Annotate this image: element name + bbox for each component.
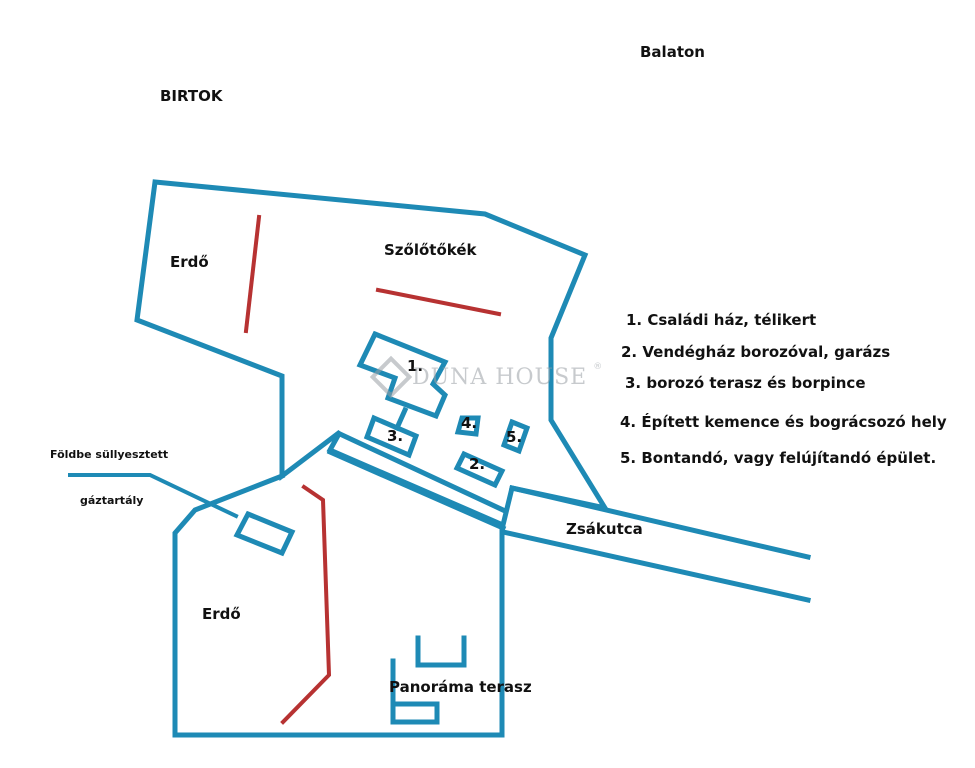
watermark-registered-mark: ®	[593, 362, 603, 372]
driveway-line-2	[326, 448, 507, 532]
label-forest-bottom: Erdő	[202, 605, 241, 623]
label-gas-tank-line1: Földbe süllyesztett	[50, 448, 169, 461]
building-2-shape	[453, 450, 506, 489]
gas-tank-shape	[233, 510, 296, 557]
map-title: BIRTOK	[160, 87, 223, 105]
fence-vineyard	[375, 287, 502, 317]
label-panorama-terrace: Panoráma terasz	[389, 678, 532, 696]
upper-plot-boundary	[134, 179, 611, 529]
building-4-shape	[454, 415, 481, 437]
label-balaton: Balaton	[640, 43, 705, 61]
label-building-5: 5.	[506, 428, 523, 446]
legend-item-4: 4. Épített kemence és bográcsozó hely	[620, 413, 947, 431]
label-gas-tank-line2: gáztartály	[80, 494, 144, 507]
gas-tank-pointer-line	[68, 473, 239, 519]
legend-item-3: 3. borozó terasz és borpince	[625, 374, 866, 392]
watermark-text: DUNA HOUSE	[412, 364, 588, 390]
panorama-terrace-frame-bottom	[390, 658, 440, 725]
building-1-shape	[356, 330, 449, 420]
label-vines: Szőlőtőkék	[384, 241, 477, 259]
panorama-terrace-frame-top	[415, 635, 467, 668]
label-dead-end: Zsákutca	[566, 520, 643, 538]
road-edge-lower	[500, 529, 811, 603]
label-building-2: 2.	[469, 455, 486, 473]
label-building-1: 1.	[407, 357, 424, 375]
road-edge-upper	[508, 484, 812, 561]
fence-forest-bottom	[280, 484, 332, 725]
label-forest-top: Erdő	[170, 253, 209, 271]
legend-item-5: 5. Bontandó, vagy felújítandó épület.	[620, 449, 937, 467]
label-building-4: 4.	[461, 414, 478, 432]
driveway-line-1	[336, 430, 507, 514]
watermark: DUNA HOUSE ®	[369, 355, 603, 399]
building-3-connector	[393, 406, 409, 432]
legend-item-1: 1. Családi ház, télikert	[626, 311, 817, 329]
duna-house-logo-icon	[369, 355, 413, 399]
building-5-shape	[500, 418, 531, 455]
fence-forest-top	[243, 214, 262, 334]
building-3-shape	[363, 414, 420, 459]
label-building-3: 3.	[387, 427, 404, 445]
legend-item-2: 2. Vendégház borozóval, garázs	[621, 343, 891, 361]
